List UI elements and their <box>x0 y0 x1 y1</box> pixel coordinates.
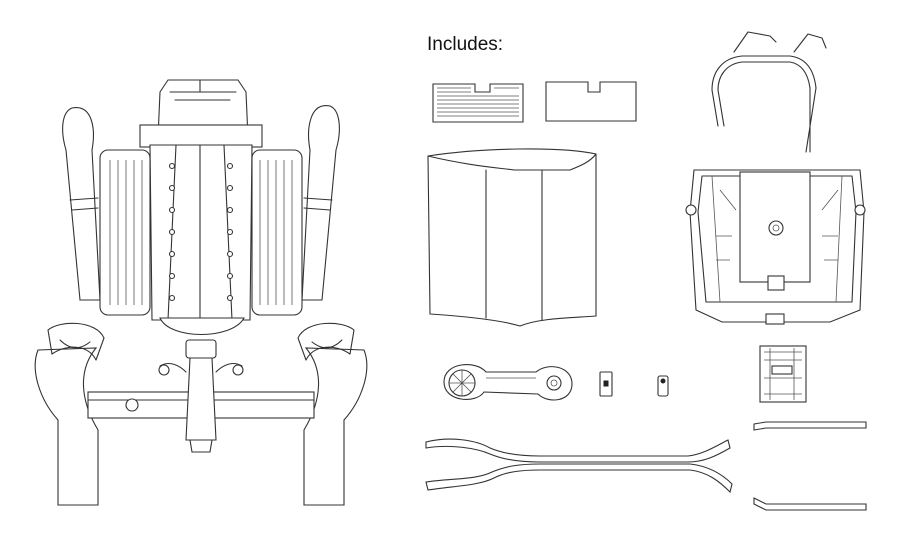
hood-panel <box>427 148 597 327</box>
engine-assembly <box>34 79 368 506</box>
chassis-tub <box>685 169 866 325</box>
long-rail-lower <box>425 463 733 494</box>
short-rail-upper <box>753 421 867 431</box>
long-rail-upper <box>425 438 731 463</box>
small-clip <box>657 375 669 397</box>
valve-cover-bolts <box>168 162 234 302</box>
cross-member <box>443 364 573 401</box>
grille-mesh-panel <box>432 83 524 123</box>
grille-plain-panel <box>545 81 637 122</box>
short-rail-lower <box>753 497 867 511</box>
roll-hoop <box>711 31 827 153</box>
small-bracket <box>599 371 613 397</box>
includes-caption: Includes: <box>427 34 504 55</box>
battery-box <box>759 345 807 403</box>
